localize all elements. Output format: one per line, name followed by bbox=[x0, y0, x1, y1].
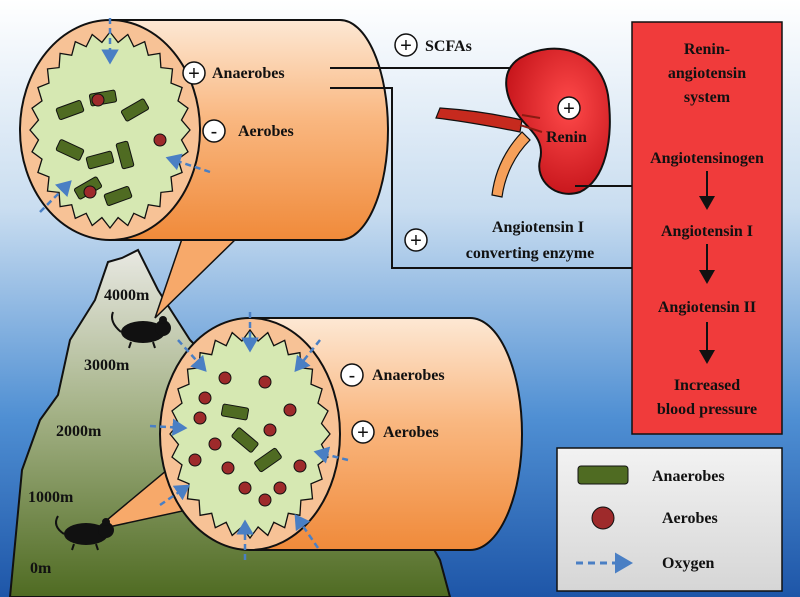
aerobe-dot bbox=[258, 375, 272, 389]
aerobe-dot bbox=[193, 411, 207, 425]
bottom-tube bbox=[159, 317, 523, 551]
ras-step-angiotensin-2: Angiotensin II bbox=[658, 299, 756, 316]
bottom-tube-labels: - Anaerobes + Aerobes bbox=[340, 363, 445, 444]
anaerobe-rod bbox=[103, 185, 133, 207]
ace-label-line2: converting enzyme bbox=[466, 245, 594, 262]
bottom-plus-circle bbox=[351, 420, 375, 444]
anaerobe-rod bbox=[120, 98, 150, 122]
ras-title-line2: angiotensin bbox=[668, 65, 746, 82]
scfa-group: + SCFAs bbox=[394, 33, 472, 57]
oxygen-arrow bbox=[294, 339, 321, 372]
anaerobe-rod bbox=[254, 447, 282, 473]
renin-label: Renin bbox=[546, 129, 587, 146]
legend-aerobe-swatch bbox=[591, 506, 615, 530]
top-minus-circle bbox=[202, 119, 226, 143]
oxygen-arrow bbox=[39, 180, 72, 213]
ras-box: Renin- angiotensin system Angiotensinoge… bbox=[631, 21, 783, 435]
altitude-4000: 4000m bbox=[104, 287, 150, 304]
aerobe-dot bbox=[283, 403, 297, 417]
legend-anaerobe-swatch bbox=[577, 465, 629, 485]
bottom-anaerobes-sign: - bbox=[349, 365, 356, 387]
kidney-icon bbox=[435, 47, 611, 198]
legend-oxygen-label: Oxygen bbox=[662, 555, 715, 572]
ras-title-line1: Renin- bbox=[684, 41, 730, 58]
ras-title-line3: system bbox=[684, 89, 731, 106]
aerobe-dot bbox=[258, 493, 272, 507]
aerobe-dot bbox=[218, 371, 232, 385]
legend-anaerobes-label: Anaerobes bbox=[652, 468, 725, 485]
ace-label-line1: Angiotensin I bbox=[492, 219, 584, 236]
anaerobe-rod bbox=[231, 427, 259, 453]
ras-step-angiotensinogen: Angiotensinogen bbox=[650, 150, 764, 167]
renin-plus-circle bbox=[557, 96, 581, 120]
mouse-icon-low bbox=[55, 515, 114, 551]
aerobe-dot bbox=[198, 391, 212, 405]
aerobe-dot bbox=[263, 423, 277, 437]
top-cross-section bbox=[29, 30, 191, 230]
aerobe-dot bbox=[153, 133, 167, 147]
ace-group: + Angiotensin I converting enzyme bbox=[404, 219, 594, 262]
altitude-0: 0m bbox=[30, 560, 52, 577]
oxygen-arrow bbox=[313, 446, 349, 464]
aerobe-dot bbox=[208, 437, 222, 451]
aerobe-dot bbox=[221, 461, 235, 475]
top-anaerobes-label: Anaerobes bbox=[212, 65, 285, 82]
altitude-1000: 1000m bbox=[28, 489, 74, 506]
ace-sign: + bbox=[410, 230, 422, 252]
top-aerobes-label: Aerobes bbox=[238, 123, 294, 140]
legend: Anaerobes Aerobes Oxygen bbox=[556, 447, 783, 592]
top-cross-section-cells bbox=[39, 18, 211, 213]
mouse-icon-high bbox=[111, 311, 171, 349]
oxygen-arrow bbox=[165, 153, 211, 174]
bottom-aerobes-label: Aerobes bbox=[383, 424, 439, 441]
bottom-cross-section-cells bbox=[149, 312, 349, 560]
bottom-minus-circle bbox=[340, 363, 364, 387]
oxygen-arrow bbox=[159, 484, 191, 507]
renin-sign: + bbox=[563, 98, 575, 120]
altitude-labels: 4000m 3000m 2000m 1000m 0m bbox=[28, 287, 150, 577]
ace-plus-circle bbox=[404, 228, 428, 252]
ace-connector bbox=[330, 87, 702, 276]
ras-final-line2: blood pressure bbox=[657, 401, 757, 418]
altitude-2000: 2000m bbox=[56, 423, 102, 440]
top-anaerobes-sign: + bbox=[188, 63, 200, 85]
aerobe-dot bbox=[238, 481, 252, 495]
bottom-aerobes-sign: + bbox=[357, 422, 369, 444]
altitude-3000: 3000m bbox=[84, 357, 130, 374]
scfa-label: SCFAs bbox=[425, 38, 472, 55]
top-plus-circle bbox=[182, 61, 206, 85]
aerobe-dot bbox=[91, 93, 105, 107]
oxygen-arrow bbox=[149, 418, 188, 437]
legend-aerobes-label: Aerobes bbox=[662, 510, 718, 527]
anaerobe-rod bbox=[220, 403, 250, 421]
scfa-plus-circle bbox=[394, 33, 418, 57]
ras-final-line1: Increased bbox=[674, 377, 740, 394]
aerobe-dot bbox=[83, 185, 97, 199]
aerobe-dot bbox=[273, 481, 287, 495]
bottom-anaerobes-label: Anaerobes bbox=[372, 367, 445, 384]
oxygen-arrow bbox=[177, 339, 207, 372]
top-aerobes-sign: - bbox=[211, 121, 218, 143]
bottom-cross-section bbox=[169, 328, 331, 540]
oxygen-arrow bbox=[294, 513, 320, 549]
ras-step-angiotensin-1: Angiotensin I bbox=[661, 223, 753, 240]
scfa-sign: + bbox=[400, 35, 412, 57]
top-tube-labels: + Anaerobes - Aerobes bbox=[182, 61, 294, 143]
renin-group: + Renin bbox=[546, 96, 587, 146]
anaerobe-rod bbox=[85, 150, 115, 170]
anaerobe-rod bbox=[55, 139, 85, 161]
aerobe-dot bbox=[188, 453, 202, 467]
anaerobe-rod bbox=[115, 140, 135, 170]
anaerobe-rod bbox=[55, 99, 85, 121]
aerobe-dot bbox=[293, 459, 307, 473]
